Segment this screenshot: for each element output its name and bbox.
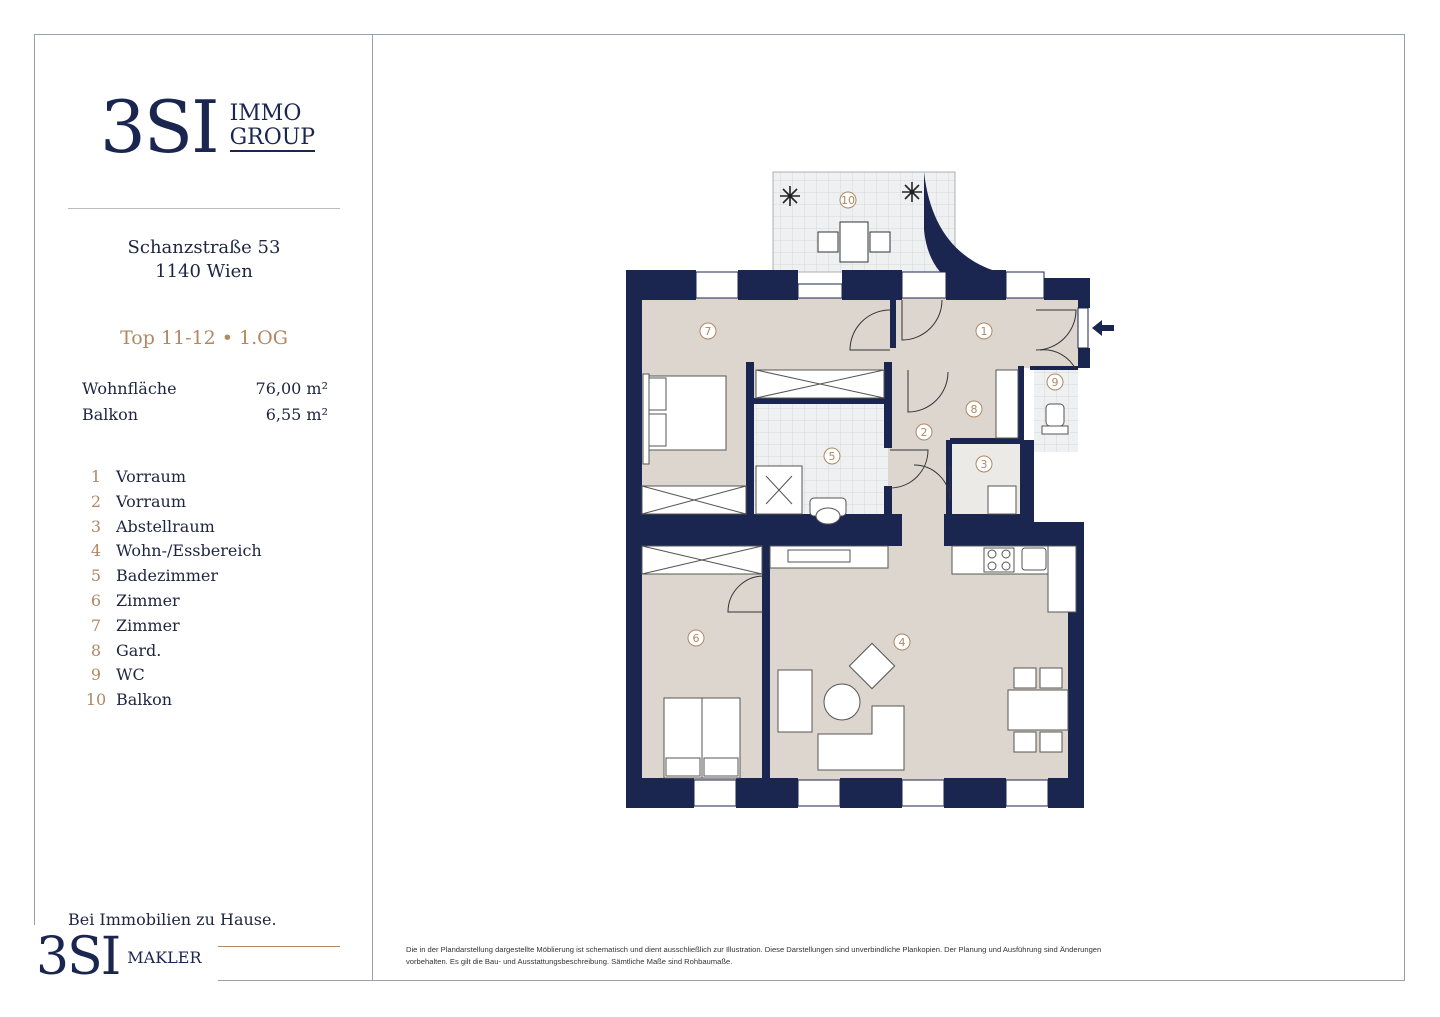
tagline-rule (218, 946, 340, 947)
logo-main: 3SI (100, 85, 220, 169)
svg-text:6: 6 (693, 632, 700, 645)
area-label: Wohnfläche (82, 379, 177, 398)
area-label: Balkon (82, 405, 139, 424)
svg-text:10: 10 (841, 194, 855, 207)
area-row: Balkon 6,55 m² (82, 402, 328, 428)
svg-text:7: 7 (705, 325, 712, 338)
area-value: 76,00 m² (255, 379, 328, 398)
unit-label: Top 11-12 • 1.OG (120, 327, 288, 349)
makler-logo-label: MAKLER (127, 947, 202, 967)
area-table: Wohnfläche 76,00 m² Balkon 6,55 m² (82, 376, 328, 428)
bed-room-7-icon (642, 373, 727, 465)
bed-room-6-icon (663, 697, 741, 779)
svg-text:5: 5 (829, 450, 836, 463)
room-markers: 10 7 1 9 8 2 5 3 6 4 (687, 191, 1064, 651)
floor-plan: 10 7 1 9 8 2 5 3 6 4 (626, 171, 1114, 808)
plant-icon (780, 182, 922, 206)
exterior-walls (626, 270, 1090, 808)
area-value: 6,55 m² (265, 405, 328, 424)
company-logo: 3SI IMMO GROUP (100, 85, 316, 169)
disclaimer: Die in der Plandarstellung dargestellte … (406, 945, 1102, 966)
address-block: Schanzstraße 53 1140 Wien (68, 236, 340, 284)
balcony-curved-wall (924, 172, 1030, 296)
area-row: Wohnfläche 76,00 m² (82, 376, 328, 402)
svg-text:2: 2 (921, 426, 928, 439)
address-city: 1140 Wien (155, 261, 253, 282)
makler-logo-main: 3SI (36, 927, 121, 987)
logo-subtitle: IMMO GROUP (229, 101, 316, 152)
svg-text:8: 8 (971, 403, 978, 416)
balcony-furniture (817, 221, 891, 263)
separator-line (68, 208, 340, 209)
svg-text:1: 1 (981, 325, 988, 338)
kitchen (769, 545, 1077, 613)
wardrobes (641, 369, 1019, 575)
interior-walls (626, 298, 1078, 778)
entrance-arrow-icon (1092, 320, 1114, 336)
tagline: Bei Immobilien zu Hause. (68, 910, 277, 929)
windows (693, 271, 1089, 807)
address-street: Schanzstraße 53 (127, 237, 281, 258)
panel-divider (372, 34, 373, 981)
bathroom-fixtures (755, 403, 1069, 525)
svg-text:4: 4 (899, 636, 906, 649)
page-frame (34, 34, 1405, 981)
makler-logo: 3SI MAKLER (20, 925, 218, 989)
svg-text:9: 9 (1052, 376, 1059, 389)
svg-text:3: 3 (981, 458, 988, 471)
living-furniture (777, 642, 1069, 771)
doors (727, 299, 1077, 613)
